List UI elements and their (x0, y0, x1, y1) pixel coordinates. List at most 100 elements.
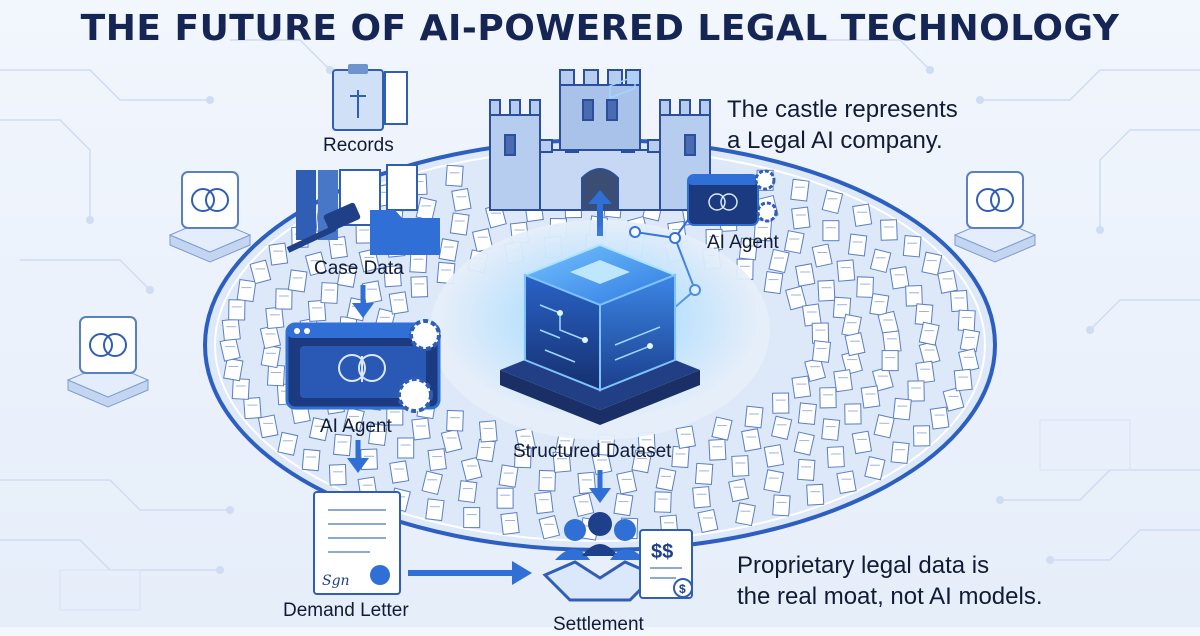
document-icon (328, 464, 347, 486)
document-icon (655, 467, 677, 492)
document-icon (821, 418, 841, 441)
document-icon (268, 242, 289, 266)
cube-icon (440, 75, 760, 425)
document-icon (343, 407, 365, 432)
document-icon (478, 420, 498, 443)
gear-icon (756, 201, 778, 223)
document-icon (320, 282, 339, 304)
brain-icon (338, 354, 386, 382)
document-icon (383, 265, 402, 288)
document-icon (822, 220, 840, 242)
castle-note: The castle represents a Legal AI company… (727, 94, 958, 156)
document-icon (918, 321, 940, 346)
document-icon (457, 480, 478, 504)
document-icon (869, 292, 890, 317)
document-icon (496, 487, 514, 509)
document-icon (438, 238, 459, 262)
document-icon (833, 369, 853, 393)
ai-agent-panel-left (285, 319, 441, 413)
document-icon (832, 296, 852, 319)
document-icon (844, 403, 862, 425)
moat-note-line-2: the real moat, not AI models. (737, 583, 1043, 610)
document-icon (332, 64, 408, 131)
currency-mark: $$ (651, 541, 673, 563)
document-icon (797, 402, 817, 426)
gear-icon (754, 169, 776, 191)
document-icon (836, 470, 857, 495)
document-icon (869, 248, 892, 274)
moat-note: Proprietary legal data is the real moat,… (737, 550, 1043, 612)
document-icon (257, 414, 279, 439)
document-icon (425, 498, 445, 522)
document-icon (613, 492, 634, 517)
ai-agent-left-label: AI Agent (320, 416, 392, 437)
document-icon (731, 455, 750, 477)
document-icon (336, 264, 358, 288)
handshake-icon (542, 512, 658, 602)
brain-cube-icon (168, 171, 252, 263)
document-icon (844, 332, 866, 357)
document-icon (826, 446, 845, 468)
document-icon (534, 491, 554, 515)
document-icon (711, 416, 733, 441)
document-icon (741, 428, 762, 452)
document-icon (817, 279, 836, 302)
case-data-label: Case Data (314, 258, 404, 279)
document-icon (231, 378, 250, 400)
document-icon (856, 276, 874, 298)
brain-cube-icon (66, 316, 150, 408)
document-icon (929, 406, 950, 430)
document-icon (785, 285, 807, 311)
document-icon (852, 203, 873, 227)
document-icon (410, 276, 429, 298)
document-icon (421, 470, 443, 496)
document-icon (811, 340, 832, 363)
document-icon (708, 438, 727, 461)
document-icon (236, 279, 257, 303)
document-icon (463, 507, 481, 529)
document-icon (958, 348, 980, 373)
gavel-icon (286, 202, 361, 253)
document-icon (768, 248, 790, 274)
document-icon (304, 251, 327, 277)
brain-cube-icon (953, 171, 1037, 263)
document-icon (851, 430, 873, 455)
document-icon (772, 494, 791, 517)
document-icon (249, 259, 272, 285)
document-icon (500, 512, 520, 535)
ai-agent-right-label: AI Agent (707, 232, 779, 253)
document-icon (806, 483, 825, 506)
document-icon (795, 263, 816, 287)
document-icon (847, 233, 868, 257)
document-icon (460, 456, 483, 482)
document-icon (440, 428, 463, 454)
document-icon (791, 375, 812, 399)
document-icon (411, 417, 431, 441)
castle-icon (489, 69, 711, 211)
document-icon (763, 469, 785, 494)
document-icon (744, 405, 764, 429)
dollar-mark: $ (679, 582, 686, 596)
document-icon (451, 187, 472, 212)
records-label: Records (323, 135, 394, 156)
document-icon (572, 492, 595, 518)
document-icon (942, 387, 965, 412)
brain-icon (708, 193, 738, 211)
document-icon (881, 350, 899, 372)
document-icon (277, 431, 299, 456)
document-icon (538, 469, 557, 492)
document-icon (538, 515, 561, 540)
document-icon (397, 437, 415, 459)
document-icon (902, 234, 922, 258)
document-icon (793, 431, 815, 456)
structured-dataset-label: Structured Dataset (513, 441, 672, 462)
document-icon (368, 423, 388, 446)
document-icon (388, 291, 409, 315)
document-icon (871, 366, 894, 392)
document-icon (772, 392, 790, 414)
document-icon (515, 427, 536, 452)
document-icon (753, 219, 773, 242)
document-icon (223, 357, 244, 382)
document-icon (953, 368, 973, 392)
document-icon (287, 269, 308, 293)
